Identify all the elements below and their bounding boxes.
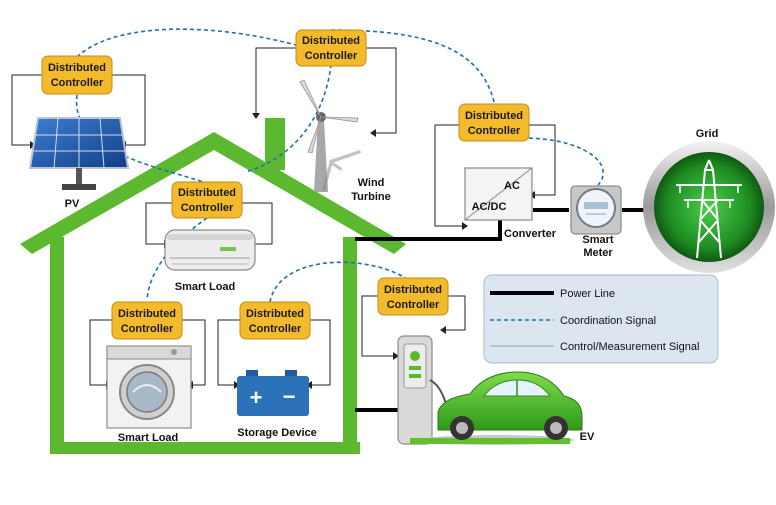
- controller-line1: Distributed: [246, 308, 304, 320]
- controller-wind: Distributed Controller: [295, 29, 367, 67]
- controller-line2: Controller: [249, 323, 302, 335]
- controller-line2: Controller: [387, 299, 440, 311]
- controller-line2: Controller: [181, 202, 234, 214]
- controller-line2: Controller: [305, 50, 358, 62]
- controller-line1: Distributed: [302, 35, 360, 47]
- air-conditioner-icon: [164, 229, 256, 271]
- controller-smart-load-top: Distributed Controller: [171, 181, 243, 219]
- converter-ac-text: AC: [504, 180, 520, 192]
- legend-power-line: Power Line: [560, 288, 615, 300]
- washing-machine-icon: [106, 345, 192, 429]
- controller-line1: Distributed: [118, 308, 176, 320]
- controller-line2: Controller: [121, 323, 174, 335]
- smart-load-bottom-label: Smart Load: [118, 432, 179, 444]
- battery-minus-sign: −: [283, 384, 296, 409]
- converter-label: Converter: [504, 228, 557, 240]
- ev-car-icon: [410, 371, 583, 445]
- legend: Power Line Coordination Signal Control/M…: [483, 274, 719, 364]
- legend-coordination: Coordination Signal: [560, 315, 656, 327]
- controller-converter: Distributed Controller: [458, 103, 530, 142]
- controller-pv: Distributed Controller: [41, 55, 113, 95]
- control-loops: [11, 47, 556, 386]
- battery-plus-sign: +: [250, 385, 263, 410]
- controller-line2: Controller: [51, 77, 104, 89]
- controller-line1: Distributed: [384, 284, 442, 296]
- turbine-shadow-icon: [322, 150, 361, 191]
- controller-smart-load-bottom: Distributed Controller: [111, 301, 183, 340]
- ev-label: EV: [580, 431, 595, 443]
- wind-label-line1: Wind: [358, 177, 385, 189]
- controller-line1: Distributed: [178, 187, 236, 199]
- house-outline: [20, 118, 406, 454]
- pv-panel-icon: [28, 117, 130, 190]
- legend-control: Control/Measurement Signal: [560, 341, 699, 353]
- controller-line2: Controller: [468, 125, 521, 137]
- coordination-signals: [75, 28, 604, 303]
- ev-charger-icon: [397, 335, 453, 445]
- battery-icon: + −: [237, 370, 309, 416]
- controller-storage: Distributed Controller: [239, 301, 311, 340]
- smart-load-top-label: Smart Load: [175, 281, 236, 293]
- storage-label: Storage Device: [237, 427, 316, 439]
- converter-icon: AC AC/DC: [464, 167, 533, 221]
- smart-meter-icon: [570, 185, 622, 235]
- grid-label: Grid: [696, 128, 719, 140]
- wind-label-line2: Turbine: [351, 191, 391, 203]
- converter-acdc-text: AC/DC: [472, 201, 507, 213]
- controller-line1: Distributed: [465, 110, 523, 122]
- pv-label: PV: [65, 198, 80, 210]
- wind-turbine-icon: [299, 79, 361, 192]
- grid-tower-icon: [643, 141, 775, 273]
- meter-label-line2: Meter: [583, 247, 613, 259]
- meter-label-line1: Smart: [582, 234, 614, 246]
- controller-line1: Distributed: [48, 62, 106, 74]
- controller-ev: Distributed Controller: [377, 277, 449, 316]
